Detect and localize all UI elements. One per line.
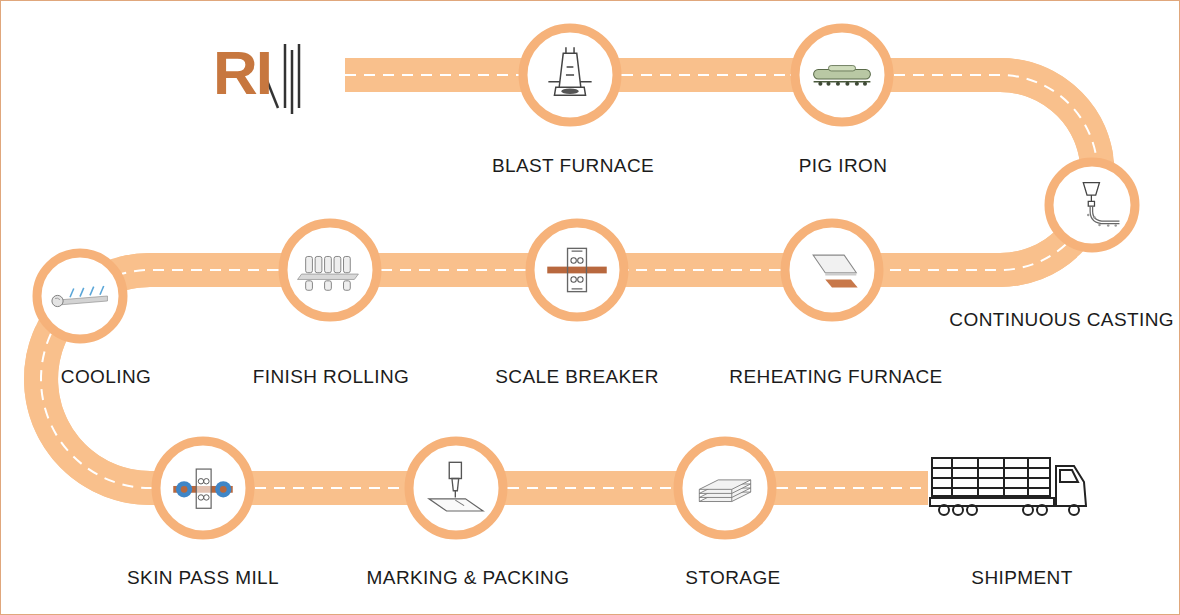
process-circle: COOLING [32,248,128,344]
road-connector [382,270,525,271]
road-connector [122,270,278,274]
step-label: FINISH ROLLING [253,366,410,388]
step-label: BLAST FURNACE [492,155,654,177]
process-circle: CONTINUOUS CASTING [1044,157,1140,253]
process-circle: FINISH ROLLING [278,218,382,322]
step-label: SKIN PASS MILL [127,567,279,589]
step-label: REHEATING FURNACE [729,366,942,388]
road-connector [255,488,404,489]
process-circle: MARKING & PACKING [404,436,508,540]
logo-text: RI [213,38,271,108]
truck-node: SHIPMENT [928,450,1090,520]
circle-icon [32,248,128,344]
circle-icon [525,218,629,322]
road-connector [777,488,928,489]
circle-icon [1044,157,1140,253]
step-label: CONTINUOUS CASTING [949,309,1174,331]
circle-icon [404,436,508,540]
step-label: COOLING [61,366,151,388]
circle-icon [780,218,884,322]
circle-icon [151,436,255,540]
process-circle: SKIN PASS MILL [151,436,255,540]
process-circle: PIG IRON [790,23,894,127]
road-connector [41,334,151,488]
truck-icon [928,450,1090,520]
circle-icon [673,436,777,540]
process-circle: REHEATING FURNACE [780,218,884,322]
step-label: SCALE BREAKER [495,366,659,388]
process-circle: BLAST FURNACE [518,23,622,127]
road-connector [884,245,1066,270]
circle-icon [790,23,894,127]
step-label: STORAGE [685,567,780,589]
step-label: SHIPMENT [971,567,1072,589]
process-circle: SCALE BREAKER [525,218,629,322]
road-connector [508,488,673,489]
step-label: PIG IRON [799,155,888,177]
road-connector [622,75,790,76]
process-circle: STORAGE [673,436,777,540]
circle-icon [278,218,382,322]
step-label: MARKING & PACKING [367,567,570,589]
road-connector [629,270,780,271]
road-connector [894,75,1096,158]
circle-icon [518,23,622,127]
